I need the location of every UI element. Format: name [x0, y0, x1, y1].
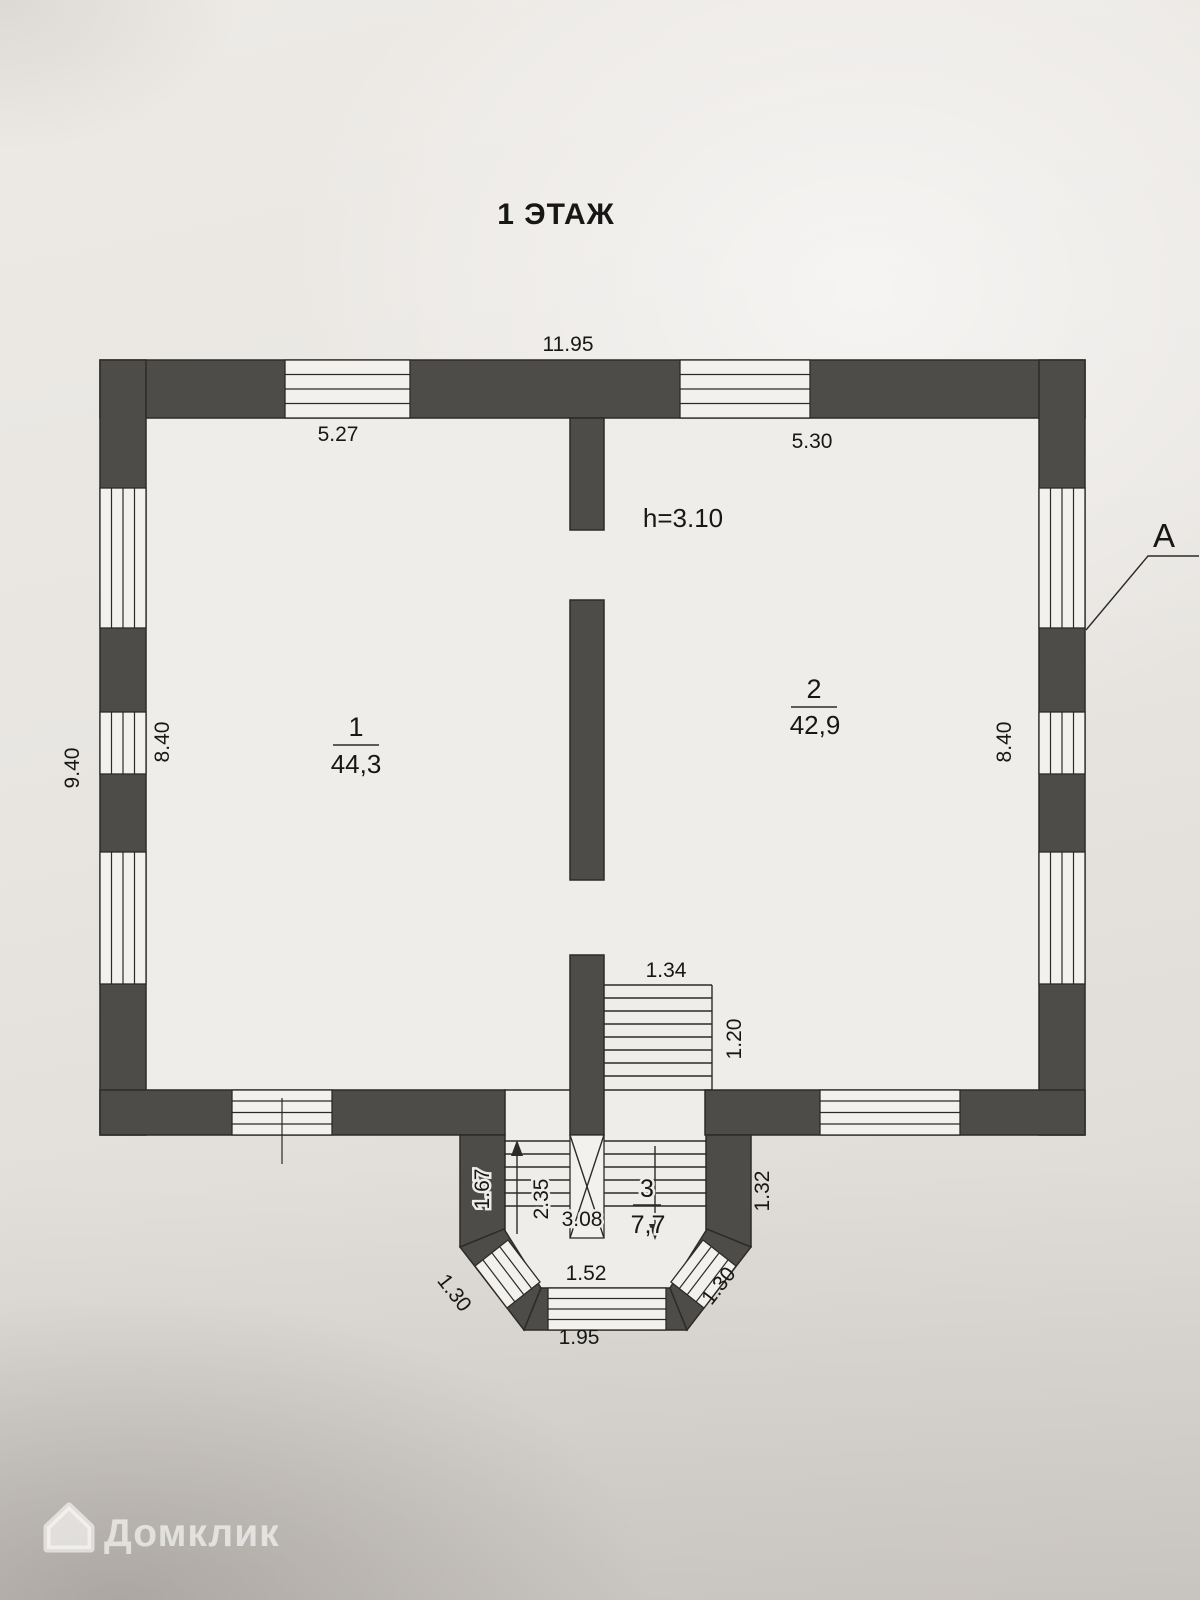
window-top-2 [679, 359, 811, 419]
window-right-3 [1038, 851, 1086, 985]
dim-room1-width: 5.27 [318, 423, 359, 446]
dim-vest-mid: 2.35 [530, 1179, 553, 1220]
room3-area: 7,7 [631, 1211, 666, 1239]
window-left-3 [99, 851, 147, 985]
room1-number: 1 [348, 712, 363, 742]
callout-line [1085, 555, 1199, 631]
plan-title: 1 ЭТАЖ [497, 198, 615, 231]
window-left-1 [99, 487, 147, 629]
dim-bay-bottom: 1.95 [559, 1326, 600, 1349]
dim-overall-width: 11.95 [543, 333, 594, 356]
window-bay-right [670, 1239, 737, 1309]
dim-bay-window: 1.52 [566, 1262, 607, 1285]
dim-room2-width: 5.30 [792, 430, 833, 453]
callout-label: А [1153, 517, 1175, 554]
room1-area: 44,3 [331, 749, 382, 779]
room3-number: 3 [640, 1175, 654, 1203]
dim-room2-height: 8.40 [993, 722, 1016, 763]
outer-wall-top [99, 359, 1086, 419]
stairs-lower [504, 1140, 707, 1207]
room2-number: 2 [806, 674, 821, 704]
stair-arrow-down [649, 1146, 661, 1240]
window-right-2 [1038, 711, 1086, 775]
watermark-house-icon [43, 1502, 95, 1553]
window-right-1 [1038, 487, 1086, 629]
window-bottom-right [819, 1089, 961, 1136]
watermark: Домклик [43, 1502, 280, 1555]
window-bay-left [474, 1239, 541, 1309]
window-bay-bottom [547, 1287, 667, 1331]
dim-room1-height: 8.40 [151, 722, 174, 763]
watermark-text: Домклик [104, 1512, 280, 1555]
window-top-1 [284, 359, 411, 419]
dim-stair-width: 1.34 [646, 959, 687, 982]
stair-core-box [569, 1134, 605, 1239]
window-left-2 [99, 711, 147, 775]
dim-stair-depth: 1.20 [723, 1019, 746, 1060]
bay-wall-right [705, 1134, 752, 1248]
room2-area: 42,9 [790, 710, 841, 740]
floor-vestibule [504, 1090, 707, 1288]
partition-wall-middle [569, 599, 605, 881]
dim-vest-total: 3.08 [562, 1208, 603, 1231]
partition-wall-lower [569, 954, 605, 1136]
ceiling-height-label: h=3.10 [643, 503, 723, 533]
bay-wall-left [459, 1134, 506, 1248]
partition-wall-upper [569, 417, 605, 531]
dim-bay-left-side: 1.30 [432, 1270, 475, 1316]
dim-overall-height: 9.40 [61, 748, 84, 789]
stairs-upper [504, 984, 713, 1091]
stair-arrow-up [511, 1140, 523, 1234]
dim-vest-left: 1.67 [471, 1169, 494, 1210]
dim-vest-right: 1.32 [751, 1171, 774, 1212]
